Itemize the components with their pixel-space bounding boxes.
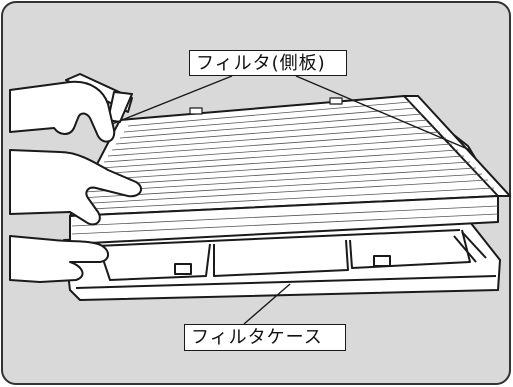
leader-lines <box>111 75 471 325</box>
filter-side-plate-label: フィルタ(側板) <box>189 50 347 76</box>
hand-upper <box>9 80 116 143</box>
filter-case <box>63 221 501 301</box>
filter-case-label: フィルタケース <box>184 324 346 351</box>
hand-lower <box>9 149 143 283</box>
filter-element <box>69 95 511 245</box>
